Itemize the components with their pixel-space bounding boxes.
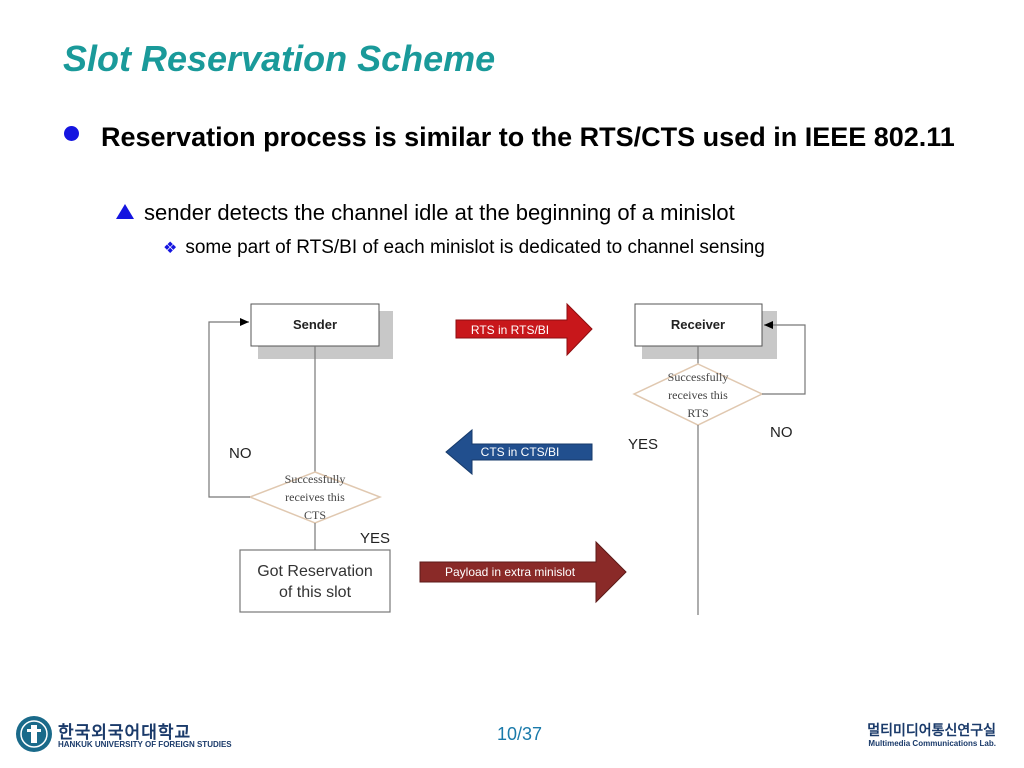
cts-arrow-left xyxy=(445,428,593,476)
bullet-level-2: sender detects the channel idle at the b… xyxy=(116,200,735,226)
cts-arrow-label: CTS in CTS/BI xyxy=(481,445,560,459)
receiver-decision-line-2: receives this xyxy=(668,388,728,402)
university-seal-icon xyxy=(16,716,52,752)
got-reservation-box xyxy=(239,549,391,613)
receiver-no-loop xyxy=(762,321,806,395)
receiver-no-label: NO xyxy=(770,424,793,441)
payload-arrow-label: Payload in extra minislot xyxy=(445,565,576,579)
sender-decision-line-1: Successfully xyxy=(285,472,346,486)
lab-korean-name: 멀티미디어통신연구실 xyxy=(867,722,996,738)
sender-label: Sender xyxy=(293,317,337,332)
bullet-level-3: ❖ some part of RTS/BI of each minislot is… xyxy=(163,237,765,259)
sender-decision-line-2: receives this xyxy=(285,490,345,504)
page-number: 10/37 xyxy=(497,724,543,744)
rts-arrow-right xyxy=(455,302,593,357)
sender-no-label: NO xyxy=(229,445,252,462)
bullet-1-text: Reservation process is similar to the RT… xyxy=(101,122,955,152)
payload-arrow-right xyxy=(419,540,627,604)
lab-english-name: Multimedia Communications Lab. xyxy=(868,739,996,748)
sender-no-loop xyxy=(208,318,250,498)
slide-title: Slot Reservation Scheme xyxy=(63,38,496,79)
bullet-dot-icon xyxy=(64,126,79,141)
got-reservation-line-1: Got Reservation xyxy=(257,563,373,580)
triangle-bullet-icon xyxy=(116,204,134,219)
receiver-decision-line-3: RTS xyxy=(687,406,708,420)
got-reservation-line-2: of this slot xyxy=(279,584,352,601)
bullet-3-text: some part of RTS/BI of each minislot is … xyxy=(185,237,765,258)
diamond-bullet-icon: ❖ xyxy=(163,240,178,257)
receiver-yes-label: YES xyxy=(628,436,658,453)
receiver-box xyxy=(634,303,763,347)
receiver-label: Receiver xyxy=(671,317,725,332)
university-korean-name: 한국외국어대학교 xyxy=(58,723,192,742)
sender-yes-label: YES xyxy=(360,530,390,547)
sender-decision-line-3: CTS xyxy=(304,508,326,522)
bullet-level-1: Reservation process is similar to the RT… xyxy=(64,119,974,156)
rts-arrow-label: RTS in RTS/BI xyxy=(471,323,549,337)
university-english-name: HANKUK UNIVERSITY OF FOREIGN STUDIES xyxy=(58,740,232,749)
bullet-2-text: sender detects the channel idle at the b… xyxy=(144,200,735,225)
receiver-decision-line-1: Successfully xyxy=(668,370,729,384)
